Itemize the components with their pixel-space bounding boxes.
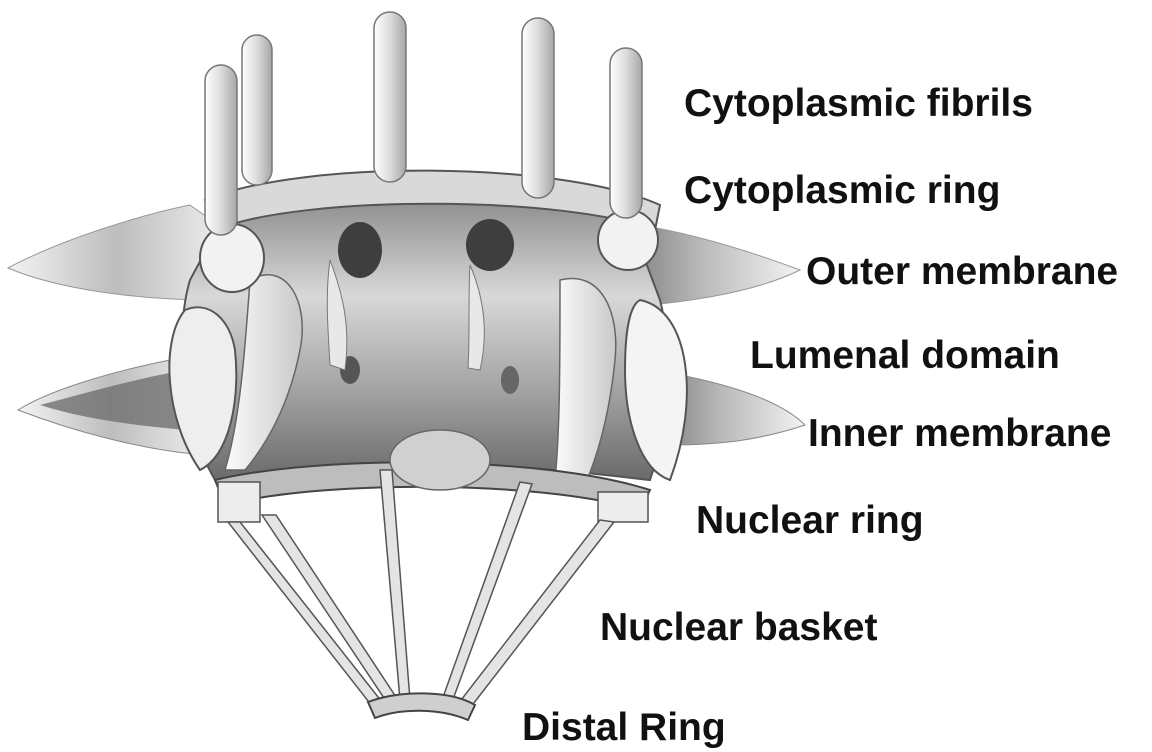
- basket-filament-3: [380, 470, 410, 700]
- central-plug: [390, 430, 490, 490]
- label-outer-membrane: Outer membrane: [806, 252, 1118, 291]
- pore-opening-left: [338, 222, 382, 278]
- nuclear-ring-block-right: [598, 492, 648, 522]
- fibril-4: [522, 18, 554, 198]
- label-distal-ring: Distal Ring: [522, 708, 726, 747]
- label-nuclear-basket: Nuclear basket: [600, 608, 877, 647]
- label-cytoplasmic-fibrils: Cytoplasmic fibrils: [684, 84, 1033, 123]
- inner-membrane-right: [670, 375, 805, 445]
- nuclear-ring-block-left: [218, 482, 260, 522]
- pore-opening-small-right: [501, 366, 519, 394]
- nuclear-basket: [228, 470, 614, 708]
- label-nuclear-ring: Nuclear ring: [696, 501, 924, 540]
- cytoplasmic-ring-node-left: [200, 224, 264, 292]
- outer-membrane-right: [640, 225, 800, 305]
- basket-filament-2: [262, 515, 398, 704]
- label-cytoplasmic-ring: Cytoplasmic ring: [684, 171, 1000, 210]
- basket-filament-1: [228, 522, 382, 706]
- label-inner-membrane: Inner membrane: [808, 414, 1111, 453]
- fibril-3: [374, 12, 406, 182]
- fibril-1: [205, 65, 237, 235]
- distal-ring: [368, 693, 475, 720]
- fibril-5: [610, 48, 642, 218]
- pore-opening-right: [466, 219, 514, 271]
- cytoplasmic-ring-node-right: [598, 210, 658, 270]
- label-lumenal-domain: Lumenal domain: [750, 336, 1060, 375]
- fibril-2: [242, 35, 272, 185]
